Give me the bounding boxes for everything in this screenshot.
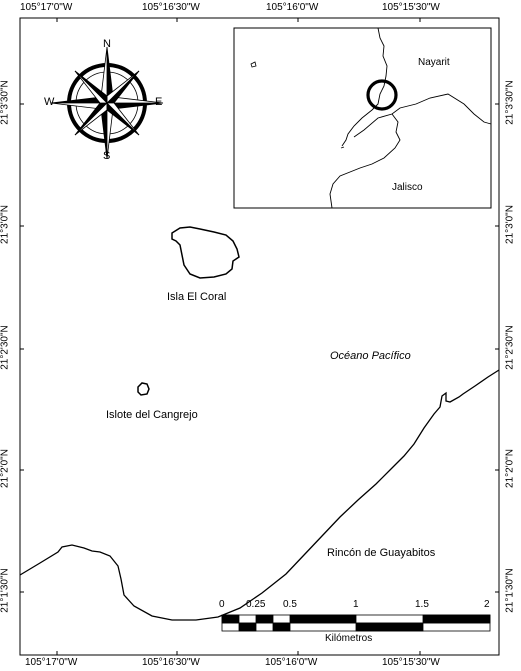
label-islote-del-cangrejo: Islote del Cangrejo <box>106 409 198 421</box>
coord-right-4: 21°2'0"N <box>504 449 516 488</box>
inset-label-nayarit: Nayarit <box>418 57 450 68</box>
coord-bottom-3: 105°16'0"W <box>265 657 318 668</box>
islet-outline <box>137 382 150 396</box>
coord-right-3: 21°2'30"N <box>504 325 516 370</box>
coord-left-1: 21°3'30"N <box>0 80 11 125</box>
scale-tick-025: 0.25 <box>246 599 266 610</box>
map-frame <box>19 17 500 656</box>
compass-east-label: E <box>155 96 163 108</box>
coord-right-5: 21°1'30"N <box>504 568 516 613</box>
coastline <box>19 369 500 621</box>
scale-tick-0: 0 <box>219 599 225 610</box>
island-outline <box>171 226 240 279</box>
coord-left-5: 21°1'30"N <box>0 568 11 613</box>
scale-tick-2: 2 <box>484 599 490 610</box>
compass-north-label: N <box>103 38 111 50</box>
coord-top-1: 105°16'30"W <box>142 2 200 13</box>
label-rincon-de-guayabitos: Rincón de Guayabitos <box>327 547 436 559</box>
coord-bottom-4: 105°15'30"W <box>382 657 440 668</box>
scale-tick-05: 0.5 <box>283 599 297 610</box>
coord-top-2: 105°16'0"W <box>266 2 319 13</box>
coord-top-3: 105°15'30"W <box>382 2 440 13</box>
scale-unit-label: Kilómetros <box>325 633 373 644</box>
scale-tick-15: 1.5 <box>415 599 429 610</box>
coord-right-2: 21°3'0"N <box>504 205 516 244</box>
coord-bottom-1: 105°17'0"W <box>25 657 78 668</box>
scale-tick-1: 1 <box>353 599 359 610</box>
coord-top-left: 105°17'0"W <box>20 2 73 13</box>
inset-map <box>233 27 492 209</box>
grid-ticks <box>20 18 499 655</box>
compass-south-label: S <box>103 150 111 162</box>
compass-west-label: W <box>44 96 55 108</box>
compass-rose <box>50 46 164 160</box>
coord-left-4: 21°2'0"N <box>0 449 11 488</box>
inset-label-jalisco: Jalisco <box>392 182 423 193</box>
label-oceano-pacifico: Océano Pacífico <box>330 350 411 362</box>
coord-bottom-2: 105°16'30"W <box>142 657 200 668</box>
label-isla-el-coral: Isla El Coral <box>167 291 227 303</box>
scale-bar <box>221 614 491 632</box>
coord-right-1: 21°3'30"N <box>504 80 516 125</box>
coord-left-2: 21°3'0"N <box>0 205 11 244</box>
coord-left-3: 21°2'30"N <box>0 325 11 370</box>
